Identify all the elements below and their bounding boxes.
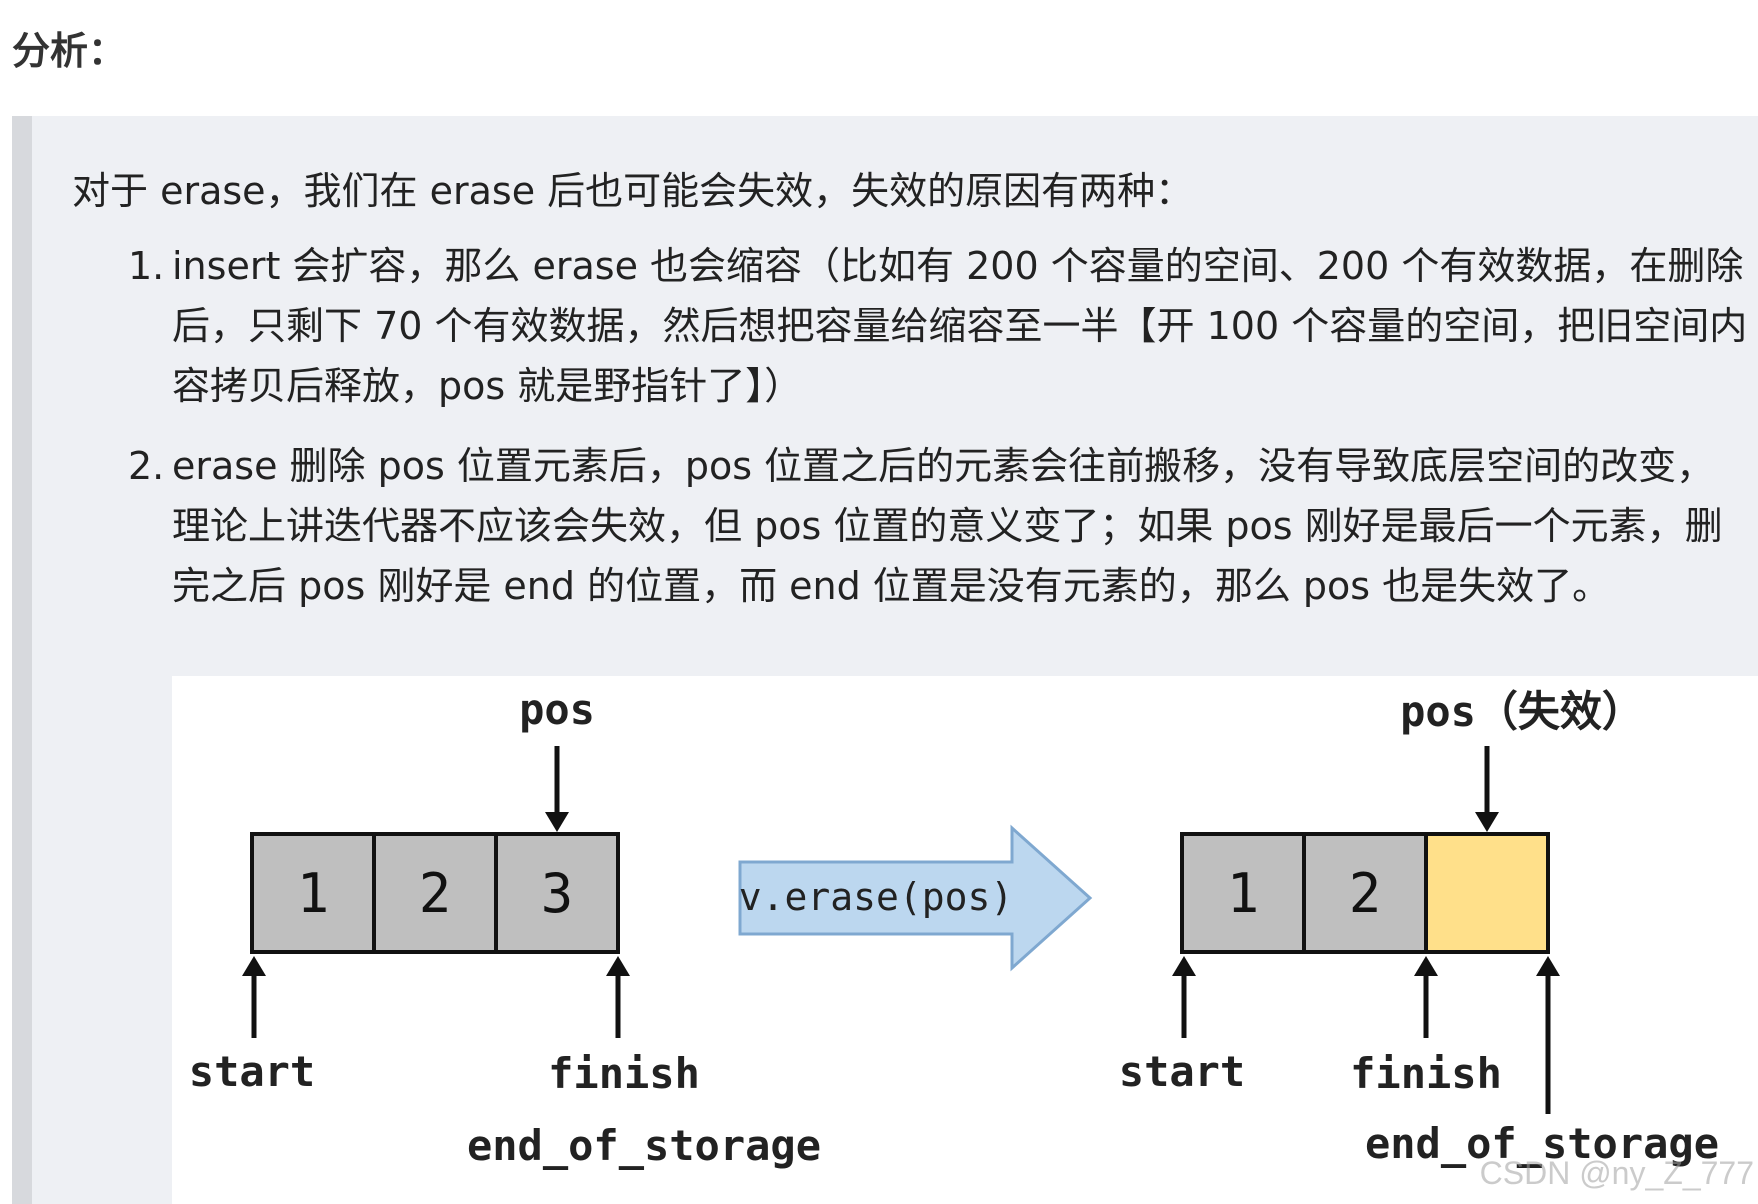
invalid-pos-label: pos（失效）: [1400, 687, 1644, 736]
cell-value: 2: [1349, 862, 1382, 925]
transform-label: v.erase(pos): [739, 875, 1014, 919]
list-number: 2.: [128, 444, 165, 488]
array-cell: [494, 832, 620, 954]
array-cell: [1302, 832, 1428, 954]
start-label: start: [189, 1047, 315, 1096]
finish-label: finish: [548, 1049, 700, 1098]
cell-value: 1: [1227, 862, 1260, 925]
array-cell: [250, 832, 376, 954]
watermark: CSDN @ny_Z_777: [1479, 1155, 1754, 1191]
finish-label: finish: [1350, 1049, 1502, 1098]
pos-arrowhead: [545, 812, 569, 832]
list-number: 1.: [128, 244, 165, 288]
intro-paragraph: 对于 erase，我们在 erase 后也可能会失效，失效的原因有两种：: [72, 169, 1194, 213]
list-item-text: erase 删除 pos 位置元素后，pos 位置之后的元素会往前搬移，没有导致…: [172, 444, 1723, 608]
before-array: 1 2 3: [250, 832, 620, 954]
finish-arrowhead: [606, 956, 630, 976]
start-arrowhead: [242, 956, 266, 976]
start-label: start: [1119, 1047, 1245, 1096]
eos-label: end_of_storage: [467, 1121, 821, 1170]
cell-value: 2: [419, 862, 452, 925]
list-item-text: insert 会扩容，那么 erase 也会缩容（比如有 200 个容量的空间、…: [172, 244, 1748, 408]
after-array: 1 2: [1180, 832, 1550, 954]
finish-arrowhead: [1414, 956, 1438, 976]
eos-label: end_of_storage: [1365, 1119, 1719, 1168]
erase-diagram: 1 2 3 pos start finish end_of_storage v.…: [172, 676, 1758, 1204]
invalid-pos-arrowhead: [1475, 812, 1499, 832]
cell-value: 3: [541, 862, 574, 925]
section-heading: 分析：: [12, 29, 127, 73]
eos-arrowhead: [1536, 956, 1560, 976]
cell-value: 1: [297, 862, 330, 925]
transform-arrow: [738, 824, 1093, 972]
start-arrowhead: [1172, 956, 1196, 976]
empty-cell: [1424, 832, 1550, 954]
pos-label: pos: [519, 685, 595, 734]
array-cell: [1180, 832, 1306, 954]
